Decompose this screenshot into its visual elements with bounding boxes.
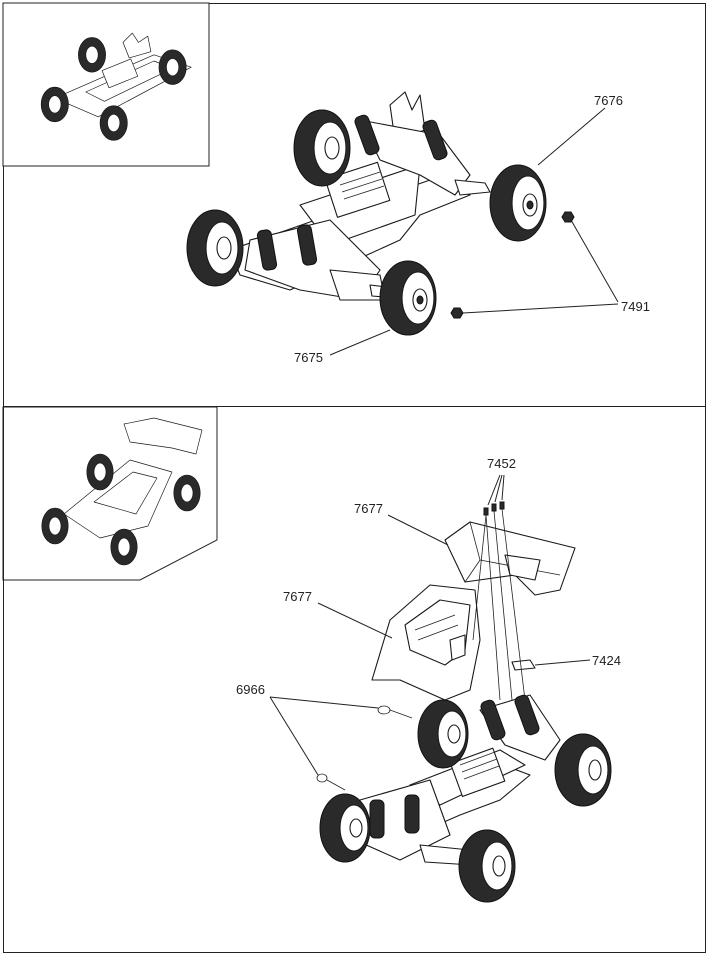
leader-7677-body	[317, 602, 393, 639]
leader-6966-a	[269, 696, 379, 709]
label-body-clip: 6966	[236, 682, 265, 697]
leader-7452	[487, 474, 505, 506]
leader-7424	[534, 659, 591, 666]
wing-mount	[511, 659, 536, 671]
leader-7491-b	[462, 303, 619, 314]
leader-7675	[329, 329, 391, 356]
wheel-rear-left	[186, 209, 244, 287]
wheel-nut-front	[561, 211, 575, 223]
leader-6966-b	[269, 696, 319, 776]
body-clip-b	[316, 773, 346, 791]
leader-7491-a	[570, 219, 619, 303]
label-wing: 7677	[354, 501, 383, 516]
body-shell	[371, 584, 481, 701]
body-clip-a	[377, 705, 413, 719]
rear-wing	[444, 521, 576, 596]
wheel-bottom-front-left	[417, 699, 469, 769]
wheel-bottom-rear-left	[319, 793, 371, 863]
wheel-bottom-front-right	[554, 733, 612, 807]
leader-7676	[537, 107, 606, 166]
overview-inset-bottom	[2, 406, 218, 581]
body-pins	[472, 501, 526, 701]
overview-buggy-top	[40, 32, 192, 141]
step-body-panel	[3, 406, 706, 953]
chassis-top-step	[186, 91, 491, 301]
label-body-shell: 7677	[283, 589, 312, 604]
wheel-front-left	[293, 109, 351, 187]
label-wheel-nut: 7491	[621, 299, 650, 314]
front-right-wheel	[489, 164, 547, 242]
leader-7677-wing	[387, 514, 449, 546]
wheel-bottom-rear-right	[458, 829, 516, 903]
overview-buggy-bottom	[41, 417, 203, 566]
label-rear-wheel: 7675	[294, 350, 323, 365]
label-body-pin: 7452	[487, 456, 516, 471]
label-front-wheel: 7676	[594, 93, 623, 108]
label-wing-mount: 7424	[592, 653, 621, 668]
rear-right-wheel	[379, 260, 437, 336]
overview-inset-top	[2, 2, 210, 167]
wheel-nut-rear	[450, 307, 464, 319]
